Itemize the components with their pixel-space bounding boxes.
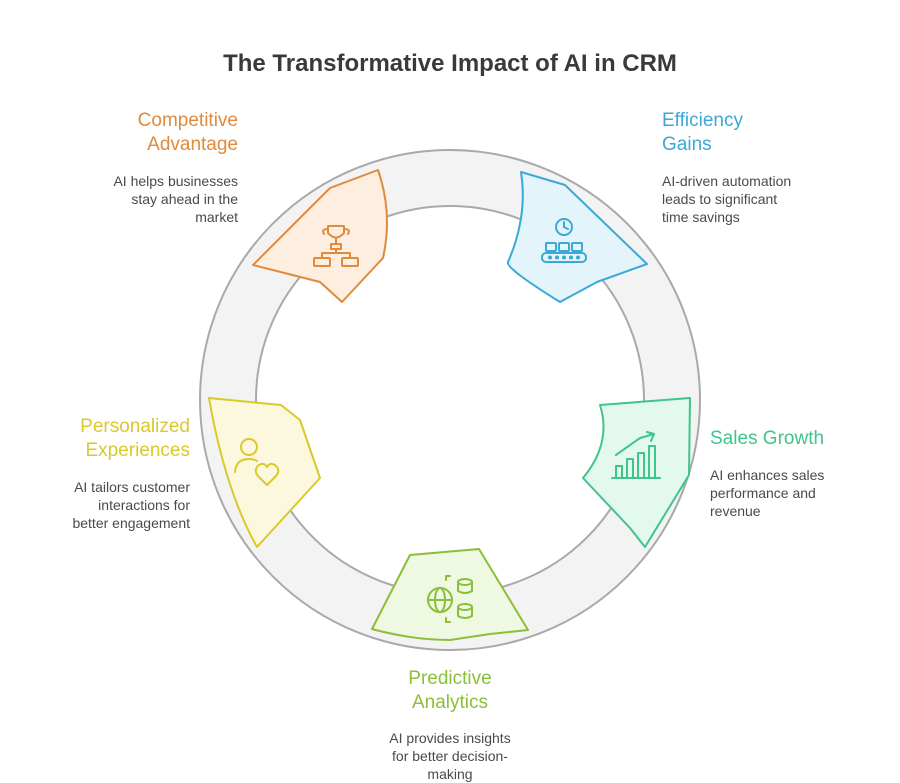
competitive-desc-line-3: market xyxy=(195,209,238,225)
competitive-advantage-description: AI helps businesses stay ahead in the ma… xyxy=(58,172,238,226)
personalized-label-line-1: Personalized xyxy=(80,416,190,437)
competitive-desc-line-2: stay ahead in the xyxy=(131,191,238,207)
sales-growth-description: AI enhances sales performance and revenu… xyxy=(710,466,880,520)
personalized-desc-line-1: AI tailors customer xyxy=(74,479,190,495)
segment-competitive xyxy=(252,169,388,303)
sales-label-line-1: Sales Growth xyxy=(710,428,825,449)
efficiency-label-line-1: Efficiency xyxy=(662,110,743,131)
efficiency-desc-line-2: leads to significant xyxy=(662,191,778,207)
efficiency-label-line-2: Gains xyxy=(662,134,712,155)
globe-database-icon xyxy=(427,575,473,623)
sales-growth-label: Sales Growth xyxy=(710,427,880,451)
personalized-desc-line-3: better engagement xyxy=(72,515,190,531)
sales-desc-line-2: performance and xyxy=(710,485,816,501)
personalized-label-line-2: Experiences xyxy=(85,440,190,461)
competitive-label-line-1: Competitive xyxy=(137,110,238,131)
efficiency-gains-label: Efficiency Gains xyxy=(662,109,812,157)
personalized-experiences-label: Personalized Experiences xyxy=(20,415,190,463)
predictive-desc-line-2: for better decision- xyxy=(392,748,508,764)
segment-predictive xyxy=(371,548,529,641)
predictive-label-line-1: Predictive xyxy=(408,668,492,689)
sales-desc-line-3: revenue xyxy=(710,503,761,519)
efficiency-desc-line-3: time savings xyxy=(662,209,740,225)
personalized-experiences-description: AI tailors customer interactions for bet… xyxy=(10,478,190,532)
predictive-desc-line-1: AI provides insights xyxy=(389,730,511,746)
sales-desc-line-1: AI enhances sales xyxy=(710,467,825,483)
predictive-analytics-label: Predictive Analytics xyxy=(350,667,550,715)
growth-chart-icon xyxy=(611,431,661,479)
page-title: The Transformative Impact of AI in CRM xyxy=(223,50,677,77)
predictive-desc-line-3: making xyxy=(427,766,473,782)
segment-efficiency xyxy=(506,171,648,303)
segment-sales xyxy=(582,397,691,548)
predictive-label-line-2: Analytics xyxy=(411,692,489,713)
competitive-advantage-label: Competitive Advantage xyxy=(88,109,238,157)
competitive-desc-line-1: AI helps businesses xyxy=(113,173,238,189)
predictive-analytics-description: AI provides insights for better decision… xyxy=(350,729,550,783)
efficiency-gains-description: AI-driven automation leads to significan… xyxy=(662,172,842,226)
clock-conveyor-icon xyxy=(541,218,587,263)
segment-personalized xyxy=(208,397,321,548)
efficiency-desc-line-1: AI-driven automation xyxy=(662,173,792,189)
trophy-flowchart-icon xyxy=(313,225,359,267)
user-heart-icon xyxy=(234,438,280,486)
competitive-label-line-2: Advantage xyxy=(147,134,238,155)
personalized-desc-line-2: interactions for xyxy=(98,497,190,513)
